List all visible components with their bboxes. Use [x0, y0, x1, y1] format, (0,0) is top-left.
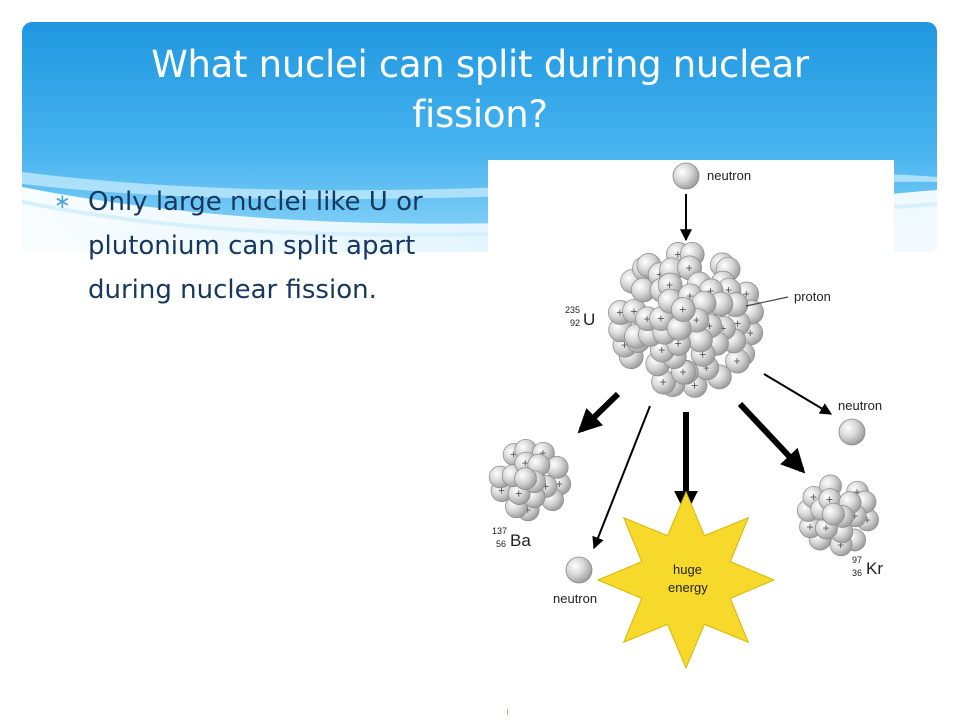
proton-plus-icon: +: [498, 484, 505, 498]
proton-label: proton: [794, 289, 831, 304]
proton-plus-icon: +: [703, 361, 710, 375]
slide-title: What nuclei can split during nuclear fis…: [151, 43, 809, 136]
proton-plus-icon: +: [725, 283, 732, 297]
neutron-bottom: [565, 556, 593, 584]
proton-plus-icon: +: [734, 354, 741, 368]
proton-plus-icon: +: [686, 261, 693, 275]
proton-plus-icon: +: [675, 337, 682, 351]
proton-plus-icon: +: [658, 343, 665, 357]
proton-plus-icon: +: [743, 287, 750, 301]
krypton-nucleus: +++++++++: [796, 474, 879, 557]
proton-plus-icon: +: [631, 304, 638, 318]
uranium-symbol: U: [583, 310, 595, 329]
proton-plus-icon: +: [657, 312, 664, 326]
proton-plus-icon: +: [734, 317, 741, 331]
proton-plus-icon: +: [621, 338, 628, 352]
nucleon: [822, 502, 845, 526]
bullet-item: ∗ Only large nuclei like U or plutonium …: [52, 180, 452, 312]
tick-mark: [507, 709, 508, 715]
proton-plus-icon: +: [644, 312, 651, 326]
barium-atomic: 56: [496, 539, 506, 549]
proton-plus-icon: +: [693, 313, 700, 327]
energy-label-line1: huge: [673, 562, 702, 577]
uranium-mass: 235: [565, 305, 580, 315]
proton-plus-icon: +: [522, 456, 529, 470]
barium-symbol: Ba: [510, 531, 531, 550]
barium-mass: 137: [492, 526, 507, 536]
proton-plus-icon: +: [707, 284, 714, 298]
proton-plus-icon: +: [706, 319, 713, 333]
proton-plus-icon: +: [699, 347, 706, 361]
proton-plus-icon: +: [837, 538, 844, 552]
neutron-right-label: neutron: [838, 398, 882, 413]
bullet-text: Only large nuclei like U or plutonium ca…: [88, 187, 423, 305]
proton-plus-icon: +: [680, 365, 687, 379]
uranium-atomic: 92: [570, 318, 580, 328]
proton-plus-icon: +: [510, 448, 517, 462]
proton-plus-icon: +: [851, 509, 858, 523]
fission-diagram: neutron ++++++++++++++++++++++++++++++ p…: [488, 160, 894, 685]
proton-plus-icon: +: [826, 493, 833, 507]
proton-plus-icon: +: [854, 485, 861, 499]
proton-plus-icon: +: [747, 326, 754, 340]
proton-plus-icon: +: [666, 278, 673, 292]
neutron-bottom-label: neutron: [553, 591, 597, 606]
proton-plus-icon: +: [556, 477, 563, 491]
proton-plus-icon: +: [810, 490, 817, 504]
krypton-atomic: 36: [852, 568, 862, 578]
proton-plus-icon: +: [539, 446, 546, 460]
proton-plus-icon: +: [720, 321, 727, 335]
proton-plus-icon: +: [691, 378, 698, 392]
proton-plus-icon: +: [616, 306, 623, 320]
proton-plus-icon: +: [807, 520, 814, 534]
nucleon: [514, 467, 537, 490]
krypton-mass: 97: [852, 555, 862, 565]
energy-star: [596, 490, 776, 670]
barium-nucleus: +++++++++: [488, 438, 572, 522]
proton-plus-icon: +: [656, 268, 663, 282]
nucleon: [670, 297, 696, 322]
neutron-top-label: neutron: [707, 168, 751, 183]
neutron-right: [838, 418, 866, 446]
proton-plus-icon: +: [864, 513, 871, 527]
arrow-to-barium: [577, 391, 621, 434]
energy-label-line2: energy: [668, 580, 708, 595]
arrow-to-neutron-right: [763, 373, 833, 415]
proton-plus-icon: +: [823, 521, 830, 535]
bullet-list: ∗ Only large nuclei like U or plutonium …: [52, 180, 452, 312]
proton-plus-icon: +: [679, 303, 686, 317]
uranium-nucleus: ++++++++++++++++++++++++++++++: [608, 241, 764, 398]
proton-plus-icon: +: [686, 289, 693, 303]
asterisk-icon: ∗: [54, 189, 71, 213]
proton-plus-icon: +: [674, 247, 681, 261]
proton-plus-icon: +: [542, 479, 549, 493]
arrow-to-neutron-bottom: [592, 405, 651, 550]
neutron-top: [672, 162, 700, 190]
proton-plus-icon: +: [660, 375, 667, 389]
proton-plus-icon: +: [524, 503, 531, 517]
arrow-to-krypton: [737, 401, 806, 474]
proton-plus-icon: +: [515, 487, 522, 501]
proton-pointer: [745, 296, 789, 307]
krypton-symbol: Kr: [866, 559, 883, 578]
